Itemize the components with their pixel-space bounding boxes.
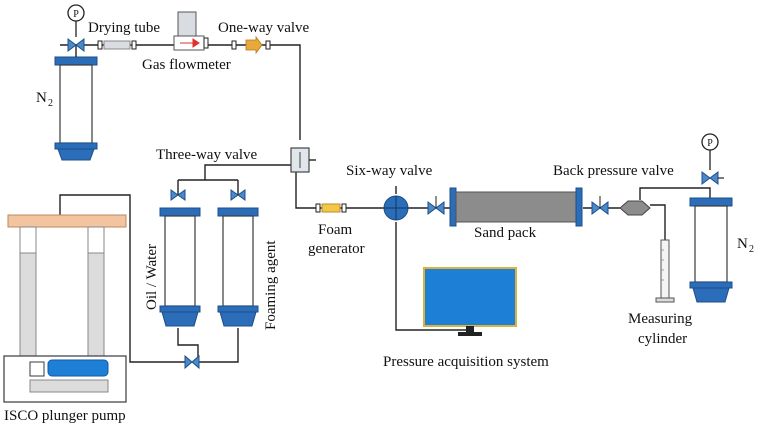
n2-right-label: N: [737, 236, 748, 252]
measuring-cylinder-label-line2: cylinder: [638, 331, 687, 347]
drying-tube: [97, 40, 137, 50]
measuring-cylinder: [655, 239, 675, 303]
valve-right-top: [701, 171, 724, 185]
pressure-gauge-right: P: [701, 133, 719, 170]
pressure-acquisition-label: Pressure acquisition system: [383, 354, 549, 370]
valve-sand-pack-outlet: [591, 196, 609, 215]
valve-sand-pack-inlet: [427, 196, 445, 215]
measuring-cylinder-label-line1: Measuring: [628, 311, 693, 327]
sand-pack-label: Sand pack: [474, 225, 537, 241]
foaming-agent-cylinder: [217, 189, 259, 327]
one-way-valve-label: One-way valve: [218, 20, 310, 36]
six-way-valve-label: Six-way valve: [346, 163, 433, 179]
valve-left-top: [67, 38, 85, 52]
gauge-symbol: P: [73, 9, 79, 20]
n2-right-subscript: 2: [749, 244, 754, 255]
foaming-agent-label: Foaming agent: [263, 240, 279, 330]
oil-water-cylinder: [159, 189, 201, 327]
n2-left-label: N: [36, 90, 47, 106]
pressure-gauge-left: P: [67, 4, 85, 37]
six-way-valve: [383, 186, 409, 221]
gauge-symbol-right: P: [707, 138, 713, 149]
n2-cylinder-left: [54, 45, 98, 161]
foam-generator-label-line1: Foam: [318, 222, 353, 238]
back-pressure-valve-label: Back pressure valve: [553, 163, 674, 179]
foam-generator-label-line2: generator: [308, 241, 365, 257]
oil-water-label: Oil / Water: [144, 244, 160, 310]
isco-pump-label: ISCO plunger pump: [4, 408, 126, 424]
one-way-valve: [231, 35, 271, 55]
piping: [59, 44, 711, 363]
pressure-acquisition-monitor: [423, 267, 517, 336]
foam-generator: [315, 203, 347, 213]
back-pressure-valve: [619, 200, 651, 216]
gas-flowmeter: [173, 11, 209, 51]
n2-cylinder-right: [689, 197, 733, 303]
n2-left-subscript: 2: [48, 98, 53, 109]
gas-flowmeter-label: Gas flowmeter: [142, 57, 231, 73]
drying-tube-label: Drying tube: [88, 20, 160, 36]
pump-outlet-valve: [184, 354, 200, 370]
three-way-valve: [290, 147, 316, 173]
three-way-valve-label: Three-way valve: [156, 147, 258, 163]
isco-plunger-pump: [3, 214, 127, 403]
sand-pack: [449, 187, 583, 227]
